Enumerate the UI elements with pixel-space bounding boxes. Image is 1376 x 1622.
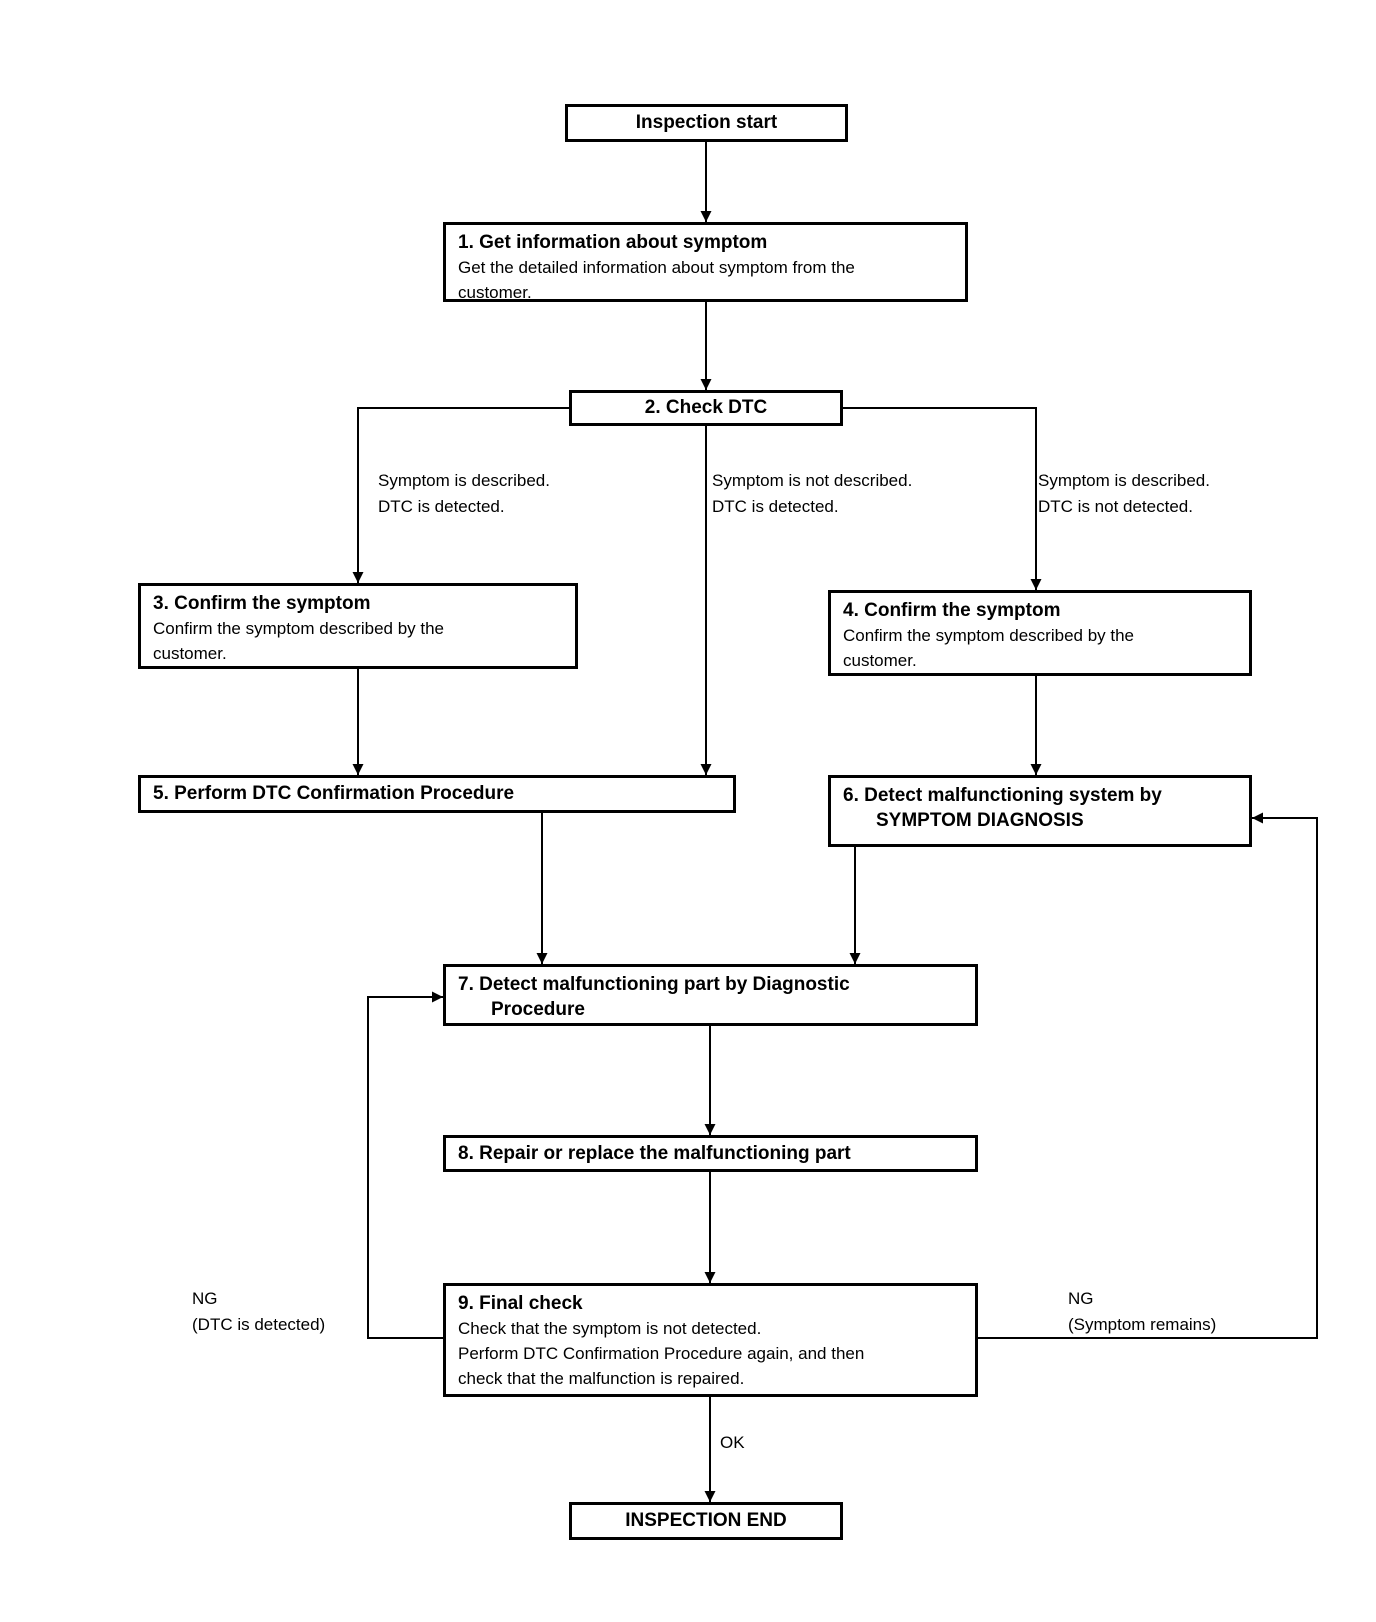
step2-title: 2. Check DTC [644, 397, 768, 418]
node-step5: 5. Perform DTC Confirmation Procedure [138, 775, 736, 813]
edge-step2-to-step3 [352, 407, 569, 583]
inspection-end-label: INSPECTION END [625, 1510, 787, 1531]
step9-title: 9. Final check [458, 1293, 583, 1314]
step9-body: Check that the symptom is not detected. … [458, 1319, 865, 1388]
step7-title-line1: 7. Detect malfunctioning part by Diagnos… [458, 974, 850, 995]
inspection-start-label: Inspection start [635, 112, 778, 133]
edge-ng-dtc-loop-step9-to-step7 [367, 991, 443, 1339]
step8-title: 8. Repair or replace the malfunctioning … [458, 1142, 851, 1164]
step7-title-line2: Procedure [491, 999, 585, 1020]
ok-label: OK [720, 1433, 745, 1452]
step4-body: Confirm the symptom described by the cus… [843, 626, 1135, 670]
step1-title: 1. Get information about symptom [458, 232, 768, 253]
node-step3: 3. Confirm the symptom Confirm the sympt… [138, 583, 578, 669]
step4-title: 4. Confirm the symptom [843, 600, 1061, 621]
node-step7: 7. Detect malfunctioning part by Diagnos… [443, 964, 978, 1026]
edge-step2-to-step4 [843, 407, 1042, 590]
node-inspection-start: Inspection start [565, 104, 848, 142]
node-inspection-end: INSPECTION END [569, 1502, 843, 1540]
node-step6: 6. Detect malfunctioning system by SYMPT… [828, 775, 1252, 847]
edge-ng-symptom-loop-step9-to-step6 [978, 812, 1318, 1339]
node-step4: 4. Confirm the symptom Confirm the sympt… [828, 590, 1252, 676]
step1-body: Get the detailed information about sympt… [458, 258, 855, 302]
ng-label-left: NG (DTC is detected) [192, 1289, 326, 1334]
branch-label-middle: Symptom is not described. DTC is detecte… [712, 471, 913, 516]
node-step1: 1. Get information about symptom Get the… [443, 222, 968, 302]
branch-label-right: Symptom is described. DTC is not detecte… [1038, 471, 1210, 516]
step6-title-line1: 6. Detect malfunctioning system by [843, 785, 1162, 806]
ng-label-right: NG (Symptom remains) [1068, 1289, 1217, 1334]
step3-body: Confirm the symptom described by the cus… [153, 619, 445, 663]
step6-title-line2: SYMPTOM DIAGNOSIS [876, 810, 1084, 831]
node-step2: 2. Check DTC [569, 390, 843, 426]
branch-label-left: Symptom is described. DTC is detected. [378, 471, 550, 516]
step5-title: 5. Perform DTC Confirmation Procedure [153, 783, 515, 804]
node-step9: 9. Final check Check that the symptom is… [443, 1283, 978, 1397]
node-step8: 8. Repair or replace the malfunctioning … [443, 1135, 978, 1172]
step3-title: 3. Confirm the symptom [153, 593, 371, 614]
